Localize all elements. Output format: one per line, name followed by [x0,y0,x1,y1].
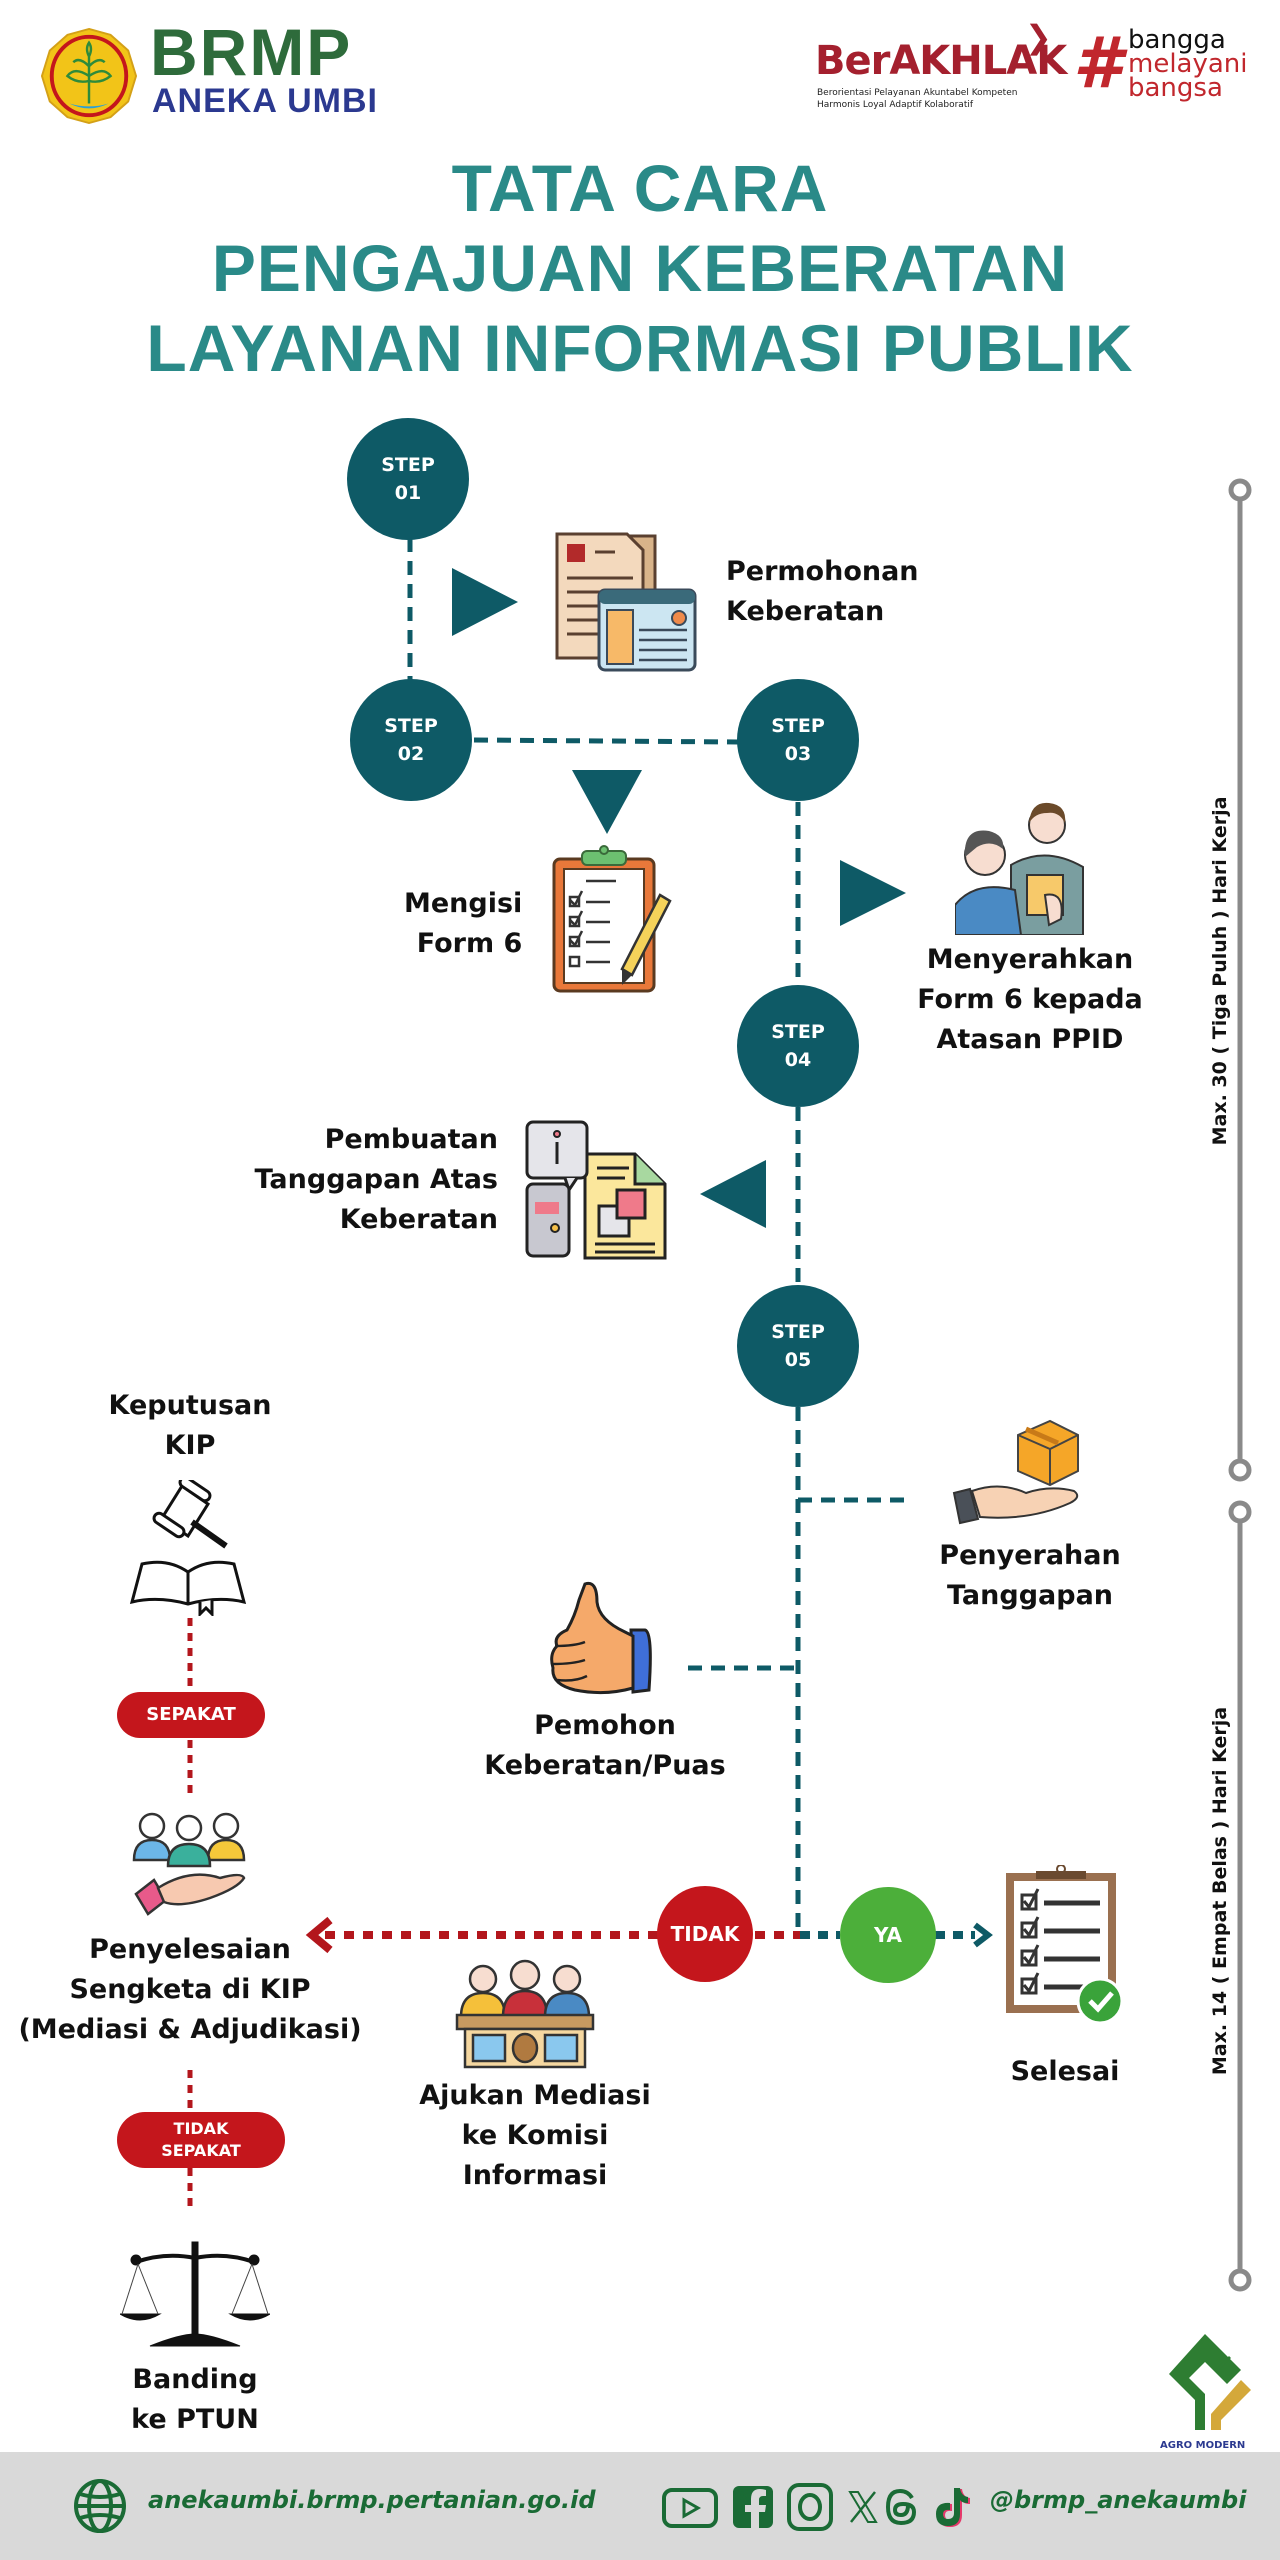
facebook-icon[interactable] [733,2486,773,2528]
timeline-14-start-dot [1228,1500,1252,1524]
gavel-book-icon [129,1480,247,1616]
info-document-icon [525,1120,667,1260]
page-title: TATA CARA PENGAJUAN KEBERATAN LAYANAN IN… [146,151,1134,385]
connector-step2-step3 [473,737,739,745]
label-ajukan-mediasi: Ajukan Mediasi ke Komisi Informasi [419,2080,651,2191]
youtube-icon[interactable] [662,2488,718,2528]
commission-panel-icon [455,1959,595,2069]
decision-tidak-sepakat-badge: TIDAK SEPAKAT [117,2112,285,2168]
berakhlak-tagline: Berorientasi Pelayanan Akuntabel Kompete… [817,88,1018,110]
decision-ya-circle: YA [840,1887,936,1983]
tiktok-icon[interactable] [932,2484,970,2528]
label-keputusan-kip: Keputusan KIP [108,1390,272,1461]
brmp-emblem-icon [40,27,138,125]
timeline-30-label: Max. 30 ( Tiga Puluh ) Hari Kerja [1209,796,1231,1146]
label-penyerahan-tanggapan: Penyerahan Tanggapan [939,1540,1121,1611]
footer-bar [0,2452,1280,2560]
triangle-right-icon [840,860,906,926]
mediation-group-icon [132,1812,246,1916]
label-menyerahkan-form-6: Menyerahkan Form 6 kepada Atasan PPID [917,944,1143,1055]
timeline-30-end-dot [1228,1458,1252,1482]
arrow-to-selesai-icon [973,1922,993,1948]
clipboard-form-icon [552,845,672,993]
label-pembuatan-tanggapan: Pembuatan Tanggapan Atas Keberatan [254,1124,498,1235]
label-penyelesaian-sengketa: Penyelesaian Sengketa di KIP (Mediasi & … [18,1934,362,2045]
label-pemohon-keberatan-puas: Pemohon Keberatan/Puas [484,1710,726,1781]
brand-title: BRMP [150,15,353,89]
label-banding-ptun: Banding ke PTUN [131,2364,259,2435]
timeline-30-start-dot [1228,478,1252,502]
scales-of-justice-icon [120,2241,270,2347]
x-icon[interactable] [848,2490,878,2524]
chevron-right-icon: ❯ [1025,18,1052,56]
timeline-14-label: Max. 14 ( Empat Belas ) Hari Kerja [1209,1706,1231,2076]
globe-icon [74,2479,126,2533]
label-mengisi-form-6: Mengisi Form 6 [404,888,523,959]
timeline-14-end-dot [1228,2268,1252,2292]
decision-tidak-circle: TIDAK [657,1886,753,1982]
bangga-melayani-bangsa-logo: bangga melayani bangsa [1128,25,1248,103]
brand-subtitle: ANEKA UMBI [152,82,378,120]
people-handover-icon [955,802,1084,935]
label-selesai: Selesai [1010,2056,1120,2087]
checklist-done-icon [1006,1865,1124,2025]
hand-box-icon [952,1419,1079,1525]
label-permohonan-keberatan: Permohonan Keberatan [726,556,919,627]
social-handle-link[interactable]: @brmp_anekaumbi [990,2486,1247,2514]
hashtag-icon: # [1073,22,1122,104]
decision-sepakat-badge: SEPAKAT [117,1692,265,1738]
instagram-icon[interactable] [787,2483,833,2531]
arrow-to-penyelesaian-icon [305,1916,333,1954]
website-link[interactable]: anekaumbi.brmp.pertanian.go.id [148,2486,596,2514]
triangle-right-icon [452,568,518,636]
documents-icon [555,532,697,672]
triangle-left-icon [700,1160,766,1228]
agro-modern-logo-icon [1169,2334,1251,2430]
agro-modern-label: AGRO MODERN [1160,2440,1246,2451]
thumbs-up-icon [550,1581,652,1695]
berakhlak-logo: BerAKHLAK [815,38,1067,84]
threads-icon[interactable] [884,2488,918,2526]
triangle-down-icon [572,770,642,834]
